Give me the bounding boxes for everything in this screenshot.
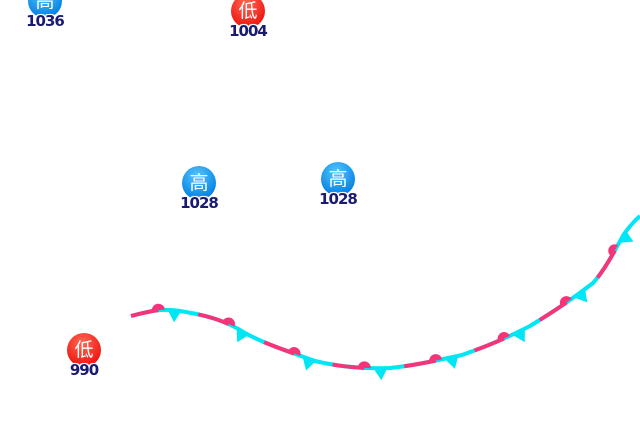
high-pressure-system: 高 1028 (179, 166, 219, 212)
pressure-label: 1028 (180, 194, 219, 212)
pressure-label: 1028 (319, 190, 358, 208)
front-line-cold (130, 214, 640, 371)
warm-front-semicircle (222, 317, 235, 327)
cold-front-triangle (573, 289, 588, 303)
high-pressure-system: 高 1036 (25, 0, 65, 30)
warm-front-semicircle (151, 303, 165, 311)
low-pressure-icon: 低 (67, 333, 101, 367)
warm-front-semicircle (429, 354, 443, 362)
pressure-label: 1036 (26, 12, 65, 30)
high-pressure-icon: 高 (28, 0, 62, 18)
cold-front-triangle (236, 327, 249, 343)
high-pressure-system: 高 1028 (318, 162, 358, 208)
high-pressure-icon: 高 (182, 166, 216, 200)
cold-front-triangle (619, 230, 634, 243)
low-pressure-system: 低 990 (64, 333, 104, 379)
cold-front-triangle (512, 328, 525, 343)
warm-front-semicircle (608, 244, 618, 257)
cold-front-triangle (167, 309, 182, 323)
warm-front-semicircle (287, 347, 301, 356)
pressure-label: 990 (69, 361, 99, 379)
pressure-label: 1004 (229, 22, 268, 40)
warm-front-semicircle (559, 296, 572, 307)
warm-front-semicircle (357, 361, 371, 369)
low-pressure-icon: 低 (231, 0, 265, 28)
cold-front-triangle (302, 356, 316, 371)
warm-front-semicircle (497, 332, 511, 342)
cold-front-triangle (444, 355, 459, 369)
low-pressure-system: 低 1004 (228, 0, 268, 40)
high-pressure-icon: 高 (321, 162, 355, 196)
cold-front-triangle (373, 368, 388, 381)
front-line-warm (130, 214, 640, 371)
